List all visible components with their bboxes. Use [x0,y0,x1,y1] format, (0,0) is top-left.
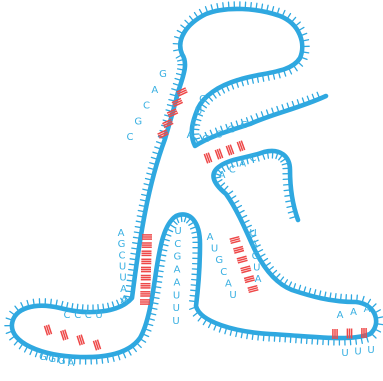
letter-top-left: G [159,69,167,80]
base-pair-right-leg [247,285,258,293]
base-pair-right-leg [237,256,248,264]
base-pair-right-leg [233,246,244,254]
letter-left-foot-bottom: G [58,356,66,367]
letter-top-right: A [187,130,194,141]
letter-right-foot-bottom: U [341,348,348,359]
backbone-lines [12,9,376,357]
base-pair-left-leg [142,250,152,256]
letter-right-leg-outer: A [255,274,262,285]
letter-right-leg-outer: U [249,228,256,239]
letter-left-leg-outer: A [121,295,128,306]
letter-middle-lower: C [229,164,236,175]
base-pair-middle-stem [237,140,246,151]
letter-right-leg-inner: U [211,244,218,255]
letter-middle-upper: C [215,129,222,140]
letter-left-foot-bottom: A [68,358,75,369]
base-pair-left-leg [140,291,150,297]
letter-left-foot-bottom: G [39,352,47,363]
base-pair-left-foot [60,329,69,340]
base-pair-left-foot [44,324,53,335]
letter-left-leg-inner: A [173,277,180,288]
base-pair-left-leg [141,275,151,281]
letter-right-foot-top: A [364,304,371,315]
base-pair-right-foot [347,329,353,339]
letter-right-foot-top: A [337,310,344,321]
letter-right-foot-bottom: U [354,347,361,358]
letter-top-right: C [191,118,198,129]
base-pair-middle-stem [226,144,235,155]
letter-left-foot-top: C [85,310,92,321]
letter-left-foot-bottom: G [48,354,56,365]
letter-left-foot-top: C [64,310,71,321]
letter-top-left: C [143,101,150,112]
base-pair-left-leg [141,267,151,273]
letter-right-leg-inner: G [215,255,223,266]
letter-top-left: G [134,116,142,127]
letter-right-foot-top: A [350,307,357,318]
base-pair-middle-stem [215,148,224,159]
base-pair-left-foot [93,339,102,350]
letter-left-leg-inner: G [174,252,182,263]
letter-left-leg-outer: C [119,250,126,261]
letter-top-left: C [127,132,134,143]
letter-middle-upper: G [202,134,210,145]
base-pair-right-leg [240,265,251,273]
letter-middle-lower: A [239,159,246,170]
letter-right-leg-inner: A [225,278,232,289]
letter-right-leg-outer: U [253,263,260,274]
base-pair-left-leg [141,259,151,265]
letter-left-leg-inner: U [173,303,180,314]
letter-left-leg-outer: A [118,228,125,239]
base-pair-right-leg [244,275,255,283]
base-pair-left-leg [141,283,151,289]
letter-left-leg-inner: U [172,316,179,327]
letter-left-leg-inner: A [174,265,181,276]
letter-right-leg-outer: A [251,240,258,251]
letter-middle-lower: A [219,170,226,181]
base-pair-middle-stem [204,152,213,163]
letter-right-leg-outer: G [252,251,260,262]
letter-top-right: G [199,94,207,105]
letter-right-leg-inner: U [229,290,236,301]
letter-middle-upper: G [227,125,235,136]
base-pair-right-leg [229,236,240,244]
letter-left-leg-outer: U [119,273,126,284]
letter-middle-lower: C [250,153,257,164]
base-pair-left-leg [142,234,152,240]
letter-left-leg-outer: U [119,262,126,273]
letter-left-foot-top: U [95,310,102,321]
letter-right-foot-bottom: U [367,345,374,356]
base-pair-right-foot [332,329,338,339]
backbone-strand [12,9,376,357]
letter-middle-upper: C [241,120,248,131]
letter-left-leg-inner: U [173,290,180,301]
letter-left-leg-inner: U [174,226,181,237]
base-pair-left-foot [76,334,85,345]
letter-top-left: A [151,85,158,96]
base-pair-right-foot [361,328,367,338]
base-pair-left-leg [142,242,152,248]
letter-top-right: U [195,106,202,117]
letter-left-foot-top: C [74,310,81,321]
letter-right-leg-inner: C [220,267,227,278]
letter-right-leg-inner: A [207,232,214,243]
letter-left-leg-outer: A [120,284,127,295]
letter-left-leg-inner: C [174,239,181,250]
letter-left-leg-outer: G [118,239,126,250]
base-pair-left-leg [140,299,150,305]
